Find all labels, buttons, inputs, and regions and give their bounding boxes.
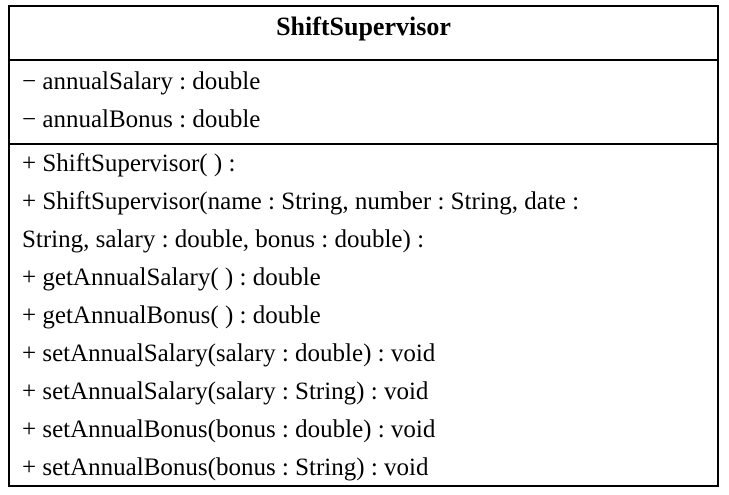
operation-full-constructor-line-2: String, salary : double, bonus : double)… (22, 226, 425, 253)
class-name: ShiftSupervisor (276, 12, 451, 41)
operations-compartment: + ShiftSupervisor( ) : + ShiftSupervisor… (10, 145, 717, 487)
attribute-annual-salary: − annualSalary : double (22, 68, 261, 95)
operation-set-annual-salary-string: + setAnnualSalary(salary : String) : voi… (22, 378, 429, 405)
attributes-compartment: − annualSalary : double − annualBonus : … (10, 61, 717, 145)
operation-set-annual-bonus-double: + setAnnualBonus(bonus : double) : void (22, 416, 436, 443)
operation-set-annual-bonus-string: + setAnnualBonus(bonus : String) : void (22, 454, 429, 481)
operation-default-constructor: + ShiftSupervisor( ) : (22, 150, 236, 177)
uml-class-box: ShiftSupervisor − annualSalary : double … (8, 5, 719, 487)
operation-get-annual-salary: + getAnnualSalary( ) : double (22, 264, 321, 291)
operation-full-constructor-line-1: + ShiftSupervisor(name : String, number … (22, 188, 580, 215)
operation-set-annual-salary-double: + setAnnualSalary(salary : double) : voi… (22, 340, 436, 367)
operation-get-annual-bonus: + getAnnualBonus( ) : double (22, 302, 321, 329)
attribute-annual-bonus: − annualBonus : double (22, 106, 261, 133)
class-name-compartment: ShiftSupervisor (10, 7, 717, 61)
